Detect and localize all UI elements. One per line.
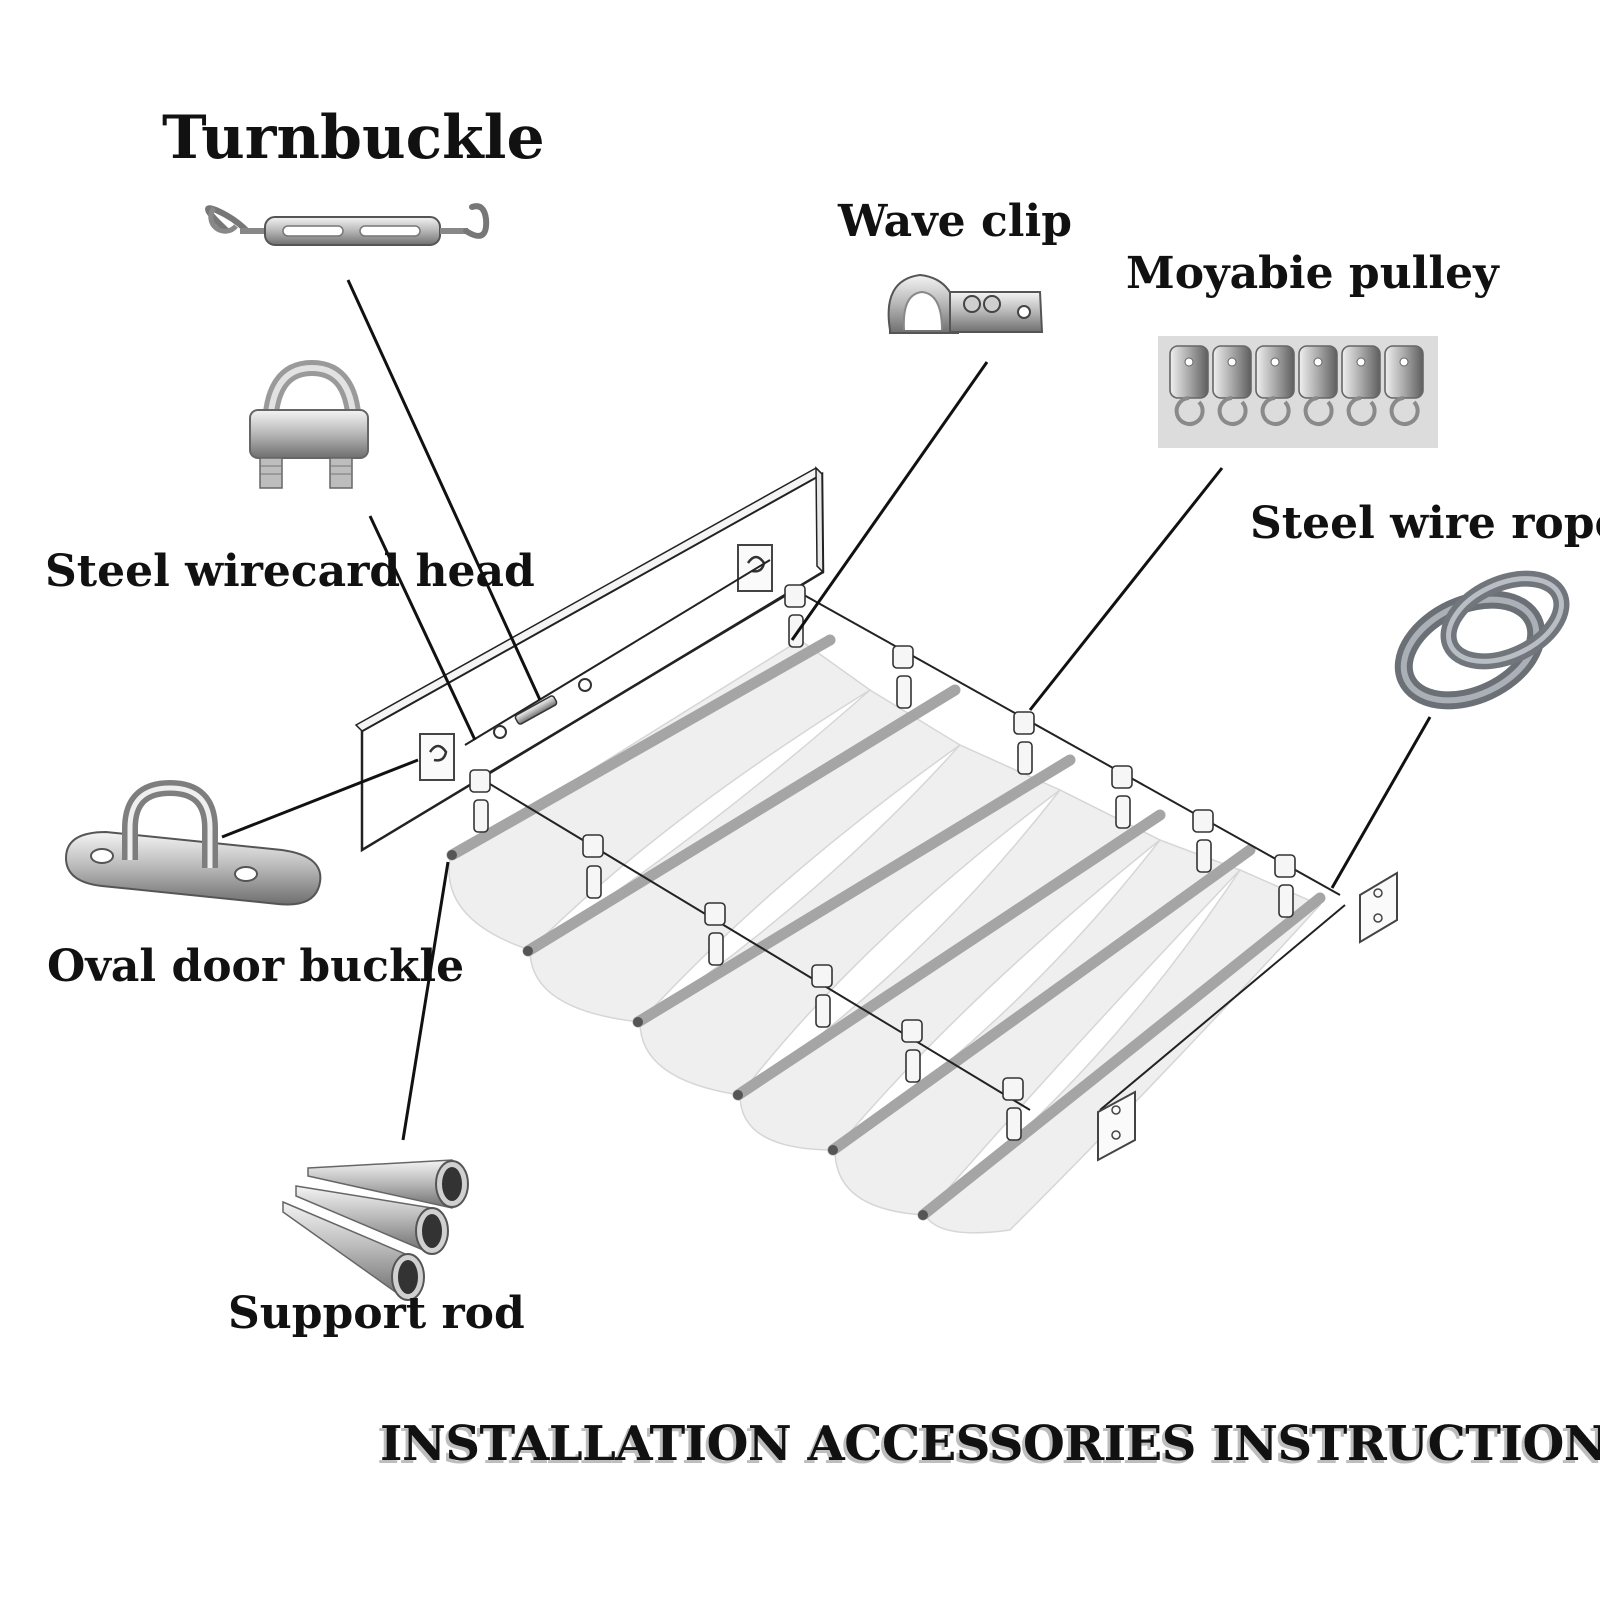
page-footer-title: INSTALLATION ACCESSORIES INSTRUCTIONS	[380, 1416, 1600, 1472]
wall-board	[354, 466, 825, 853]
wire-rope-coil-icon	[1394, 570, 1570, 710]
leader-lines	[221, 279, 1432, 1141]
pulley-clips	[469, 584, 1296, 1141]
support-rods	[446, 634, 1326, 1221]
wall-plate-right-icon	[737, 544, 773, 592]
turnbuckle-icon	[205, 203, 490, 246]
label-oval-door-buckle: Oval door buckle	[47, 941, 465, 992]
label-support-rod: Support rod	[228, 1288, 525, 1339]
label-steel-wirecard-head: Steel wirecard head	[45, 546, 535, 597]
wave-clip-icon	[887, 273, 1044, 334]
wirecard-head-icon	[249, 359, 369, 489]
label-wave-clip: Wave clip	[838, 196, 1072, 247]
wall-plate-left-icon	[419, 733, 455, 781]
support-rod-icon	[282, 1159, 469, 1301]
movable-pulley-icon	[1158, 336, 1438, 448]
rod-ends	[447, 850, 928, 1220]
post-plate-back-icon	[1359, 871, 1398, 944]
label-moyabie-pulley: Moyabie pulley	[1126, 248, 1499, 299]
oval-door-buckle-icon	[64, 779, 322, 906]
turnbuckle-on-wire-icon	[493, 678, 592, 739]
label-steel-wire-rope: Steel wire rope	[1250, 498, 1600, 549]
label-turnbuckle: Turnbuckle	[162, 103, 545, 173]
post-plate-front-icon	[1097, 1090, 1136, 1162]
wire-rope-lines	[464, 559, 1346, 1111]
